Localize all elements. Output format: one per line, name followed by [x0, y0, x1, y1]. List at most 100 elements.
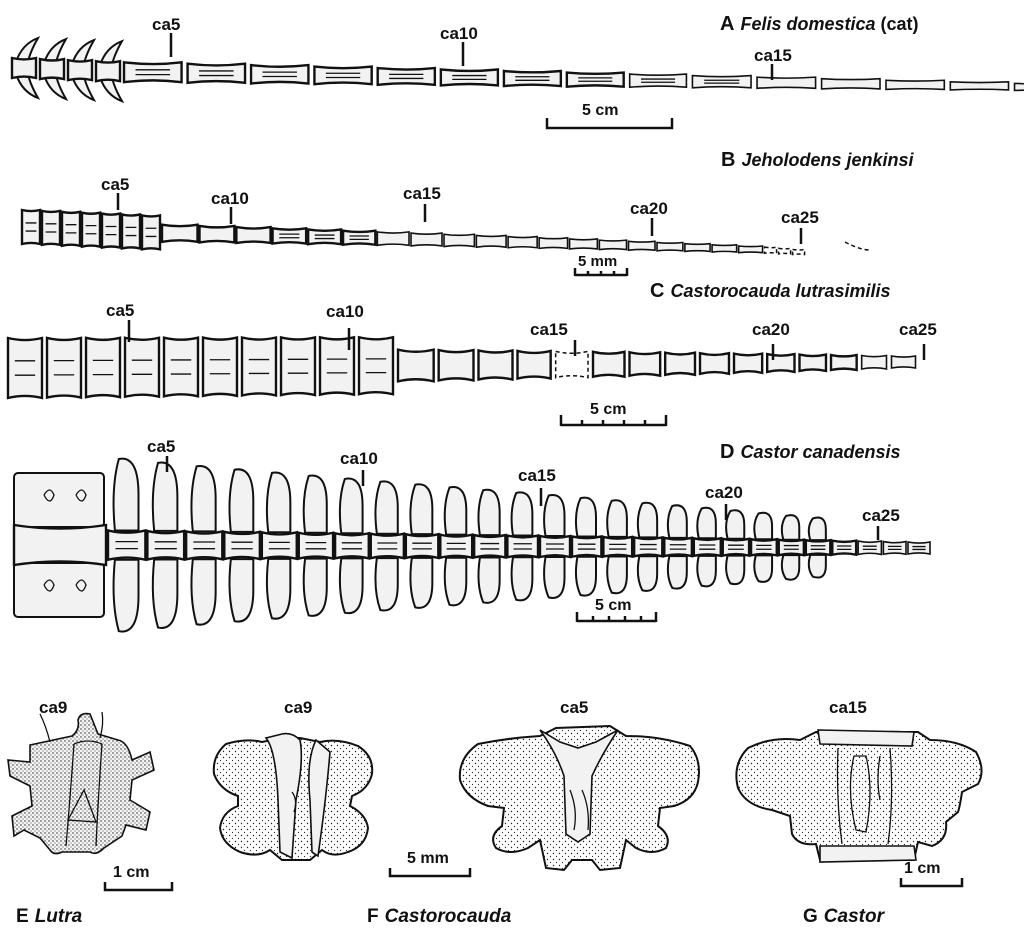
rowC-vertebra-9: [318, 335, 356, 397]
rowC-vertebra-18: [663, 351, 697, 377]
svg-text:5 cm: 5 cm: [590, 401, 626, 418]
vertebra-label-f-ca9: ca9: [284, 698, 312, 717]
marker-label-c-ca15: ca15: [530, 320, 568, 339]
rowB-vertebra-27: [763, 246, 778, 255]
rowD-vertebra-10: [404, 483, 440, 609]
rowB-vertebra-4: [80, 211, 102, 249]
lutra-ca9-vertebra: [7, 711, 155, 855]
rowD-vertebra-2: [106, 457, 147, 633]
rowD-vertebra-17: [632, 501, 664, 592]
panel-c-title: C​Castorocauda lutrasimilis: [650, 280, 891, 302]
scale-bar-g: 1 cm: [899, 860, 964, 888]
marker-label-b-ca15: ca15: [403, 184, 441, 203]
rowD-vertebra-3: [146, 461, 186, 629]
rowA-vertebra-5: [122, 60, 183, 84]
marker-label-b-ca5: ca5: [101, 175, 129, 194]
rowD-vertebra-25: [857, 540, 883, 556]
panel-f-title: F​Castorocauda: [367, 906, 512, 927]
rowB-vertebra-25: [711, 243, 738, 253]
rowA-vertebra-16: [820, 77, 881, 90]
rowD-vertebra-8: [333, 477, 370, 615]
marker-label-c-ca5: ca5: [106, 301, 134, 320]
panel-e-title: E​Lutra: [16, 906, 83, 927]
rowA-vertebra-7: [249, 63, 310, 85]
rowB-vertebra-9: [198, 224, 236, 244]
rowD-vertebra-21: [749, 511, 778, 583]
castorocauda-ca5-vertebra: [458, 724, 700, 872]
rowB-vertebra-21: [598, 239, 628, 251]
svg-text:1 cm: 1 cm: [113, 864, 149, 881]
svg-text:1 cm: 1 cm: [904, 860, 940, 877]
scale-bar-b: 5 mm: [573, 253, 629, 277]
rowB-vertebra-24: [684, 242, 711, 253]
rowD-vertebra-26: [882, 540, 907, 556]
rowD-vertebra-23: [804, 516, 832, 579]
rowD-vertebra-5: [223, 468, 262, 623]
rowD-vertebra-16: [602, 499, 634, 595]
rowA-vertebra-19: [1013, 82, 1024, 92]
scale-bar-c: 5 cm: [559, 401, 668, 427]
rowA-vertebra-1: [10, 36, 41, 100]
marker-label-c-ca25: ca25: [899, 320, 937, 339]
rowB-vertebra-18: [507, 235, 538, 249]
rowC-vertebra-10: [357, 335, 395, 396]
vertebrae-row-a: [10, 36, 1024, 104]
rowD-vertebra-20: [721, 509, 751, 586]
rowA-vertebra-17: [885, 79, 946, 91]
vertebrae-row-b: [20, 208, 806, 256]
marker-label-d-ca20: ca20: [705, 483, 743, 502]
panel-d-title: D​Castor canadensis: [720, 441, 901, 463]
rowA-vertebra-11: [502, 69, 563, 88]
rowA-vertebra-14: [691, 74, 752, 89]
rowD-vertebra-1: [12, 472, 108, 618]
panel-c: ca5 ca10 ca15 ca20 ca25 C​Castorocauda l…: [6, 280, 937, 427]
rowA-vertebra-3: [66, 38, 97, 103]
rowB-vertebra-3: [60, 210, 82, 248]
rowB-vertebra-20: [568, 238, 599, 250]
rowD-vertebra-27: [907, 541, 931, 555]
rowC-vertebra-1: [6, 336, 44, 400]
marker-label-c-ca20: ca20: [752, 320, 790, 339]
rowD-vertebra-12: [472, 488, 507, 604]
rowA-vertebra-10: [439, 68, 500, 87]
marker-label-d-ca5: ca5: [147, 437, 175, 456]
panel-g-title: G​Castor: [803, 906, 886, 927]
rowB-vertebra-22: [627, 240, 656, 252]
castorocauda-ca9-vertebra: [212, 732, 374, 861]
rowB-vertebra-17: [475, 234, 507, 249]
vertebra-label-g: ca15: [829, 698, 867, 717]
rowB-vertebra-14: [376, 230, 410, 247]
rowD-vertebra-7: [297, 474, 335, 617]
rowB-vertebra-28: [777, 247, 792, 255]
panel-d: ca5 ca10 ca15 ca20 ca25 D​Castor canaden…: [12, 437, 931, 633]
rowB-vertebra-1: [20, 208, 42, 246]
rowB-vertebra-7: [140, 213, 162, 251]
rowC-vertebra-20: [732, 352, 764, 375]
rowB-vertebra-29: [791, 248, 806, 256]
marker-label-a-ca10: ca10: [440, 24, 478, 43]
rowC-vertebra-7: [240, 335, 278, 398]
rowC-vertebra-13: [477, 348, 514, 382]
vertebrae-row-c: [6, 335, 917, 400]
svg-text:5 cm: 5 cm: [582, 102, 618, 119]
rowA-vertebra-9: [376, 66, 437, 87]
rowD-vertebra-22: [777, 514, 806, 581]
rowC-vertebra-2: [45, 336, 83, 400]
panel-b: ca5 ca10 ca15 ca20 ca25 B​Jeholodens jen…: [20, 149, 914, 277]
rowA-vertebra-6: [186, 62, 247, 85]
marker-label-c-ca10: ca10: [326, 302, 364, 321]
rowD-vertebra-13: [506, 491, 540, 602]
rowC-vertebra-25: [890, 355, 917, 369]
rowC-vertebra-21: [765, 352, 796, 374]
rowD-vertebra-11: [439, 485, 474, 607]
rowB-vertebra-2: [40, 209, 62, 247]
marker-label-a-ca15: ca15: [754, 46, 792, 65]
rowC-vertebra-12: [437, 348, 475, 382]
rowA-vertebra-4: [94, 39, 125, 104]
rowA-vertebra-12: [565, 71, 625, 88]
panel-a-title: A​Felis domestica (cat): [720, 13, 919, 35]
rowD-vertebra-18: [663, 504, 694, 590]
rowC-vertebra-17: [628, 350, 662, 378]
rowD-vertebra-24: [831, 539, 858, 557]
